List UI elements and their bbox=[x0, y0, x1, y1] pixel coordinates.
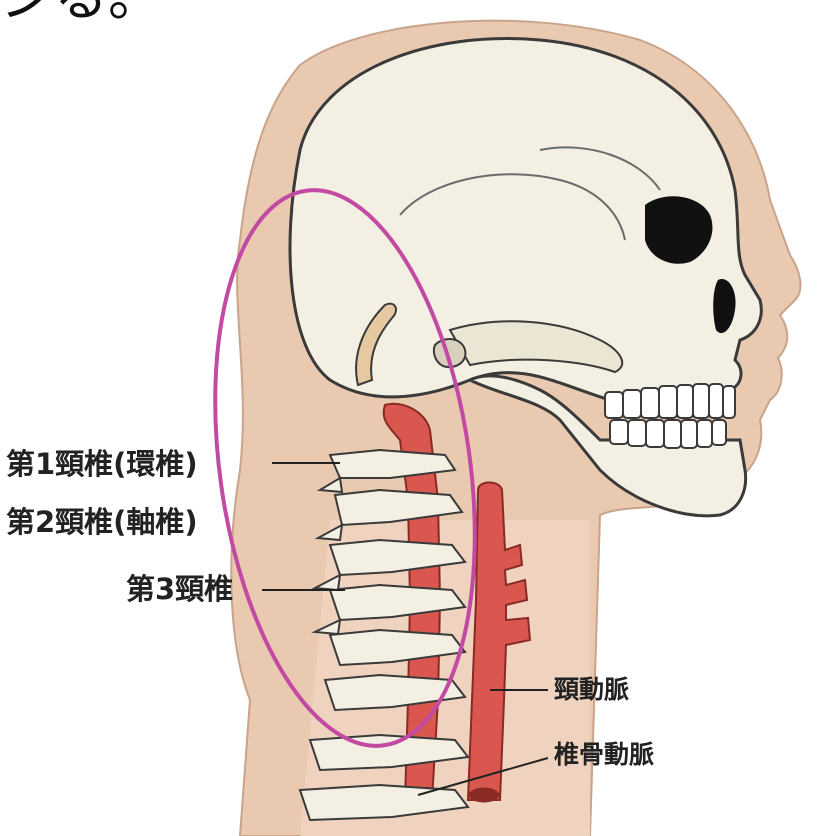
lower-teeth bbox=[610, 420, 726, 448]
label-vertebral: 椎骨動脈 bbox=[554, 742, 654, 767]
label-c1: 第1頸椎(環椎) bbox=[6, 450, 198, 479]
label-c3: 第3頸椎 bbox=[126, 575, 233, 604]
label-c2: 第2頸椎(軸椎) bbox=[6, 508, 198, 537]
label-carotid: 頸動脈 bbox=[554, 677, 629, 702]
